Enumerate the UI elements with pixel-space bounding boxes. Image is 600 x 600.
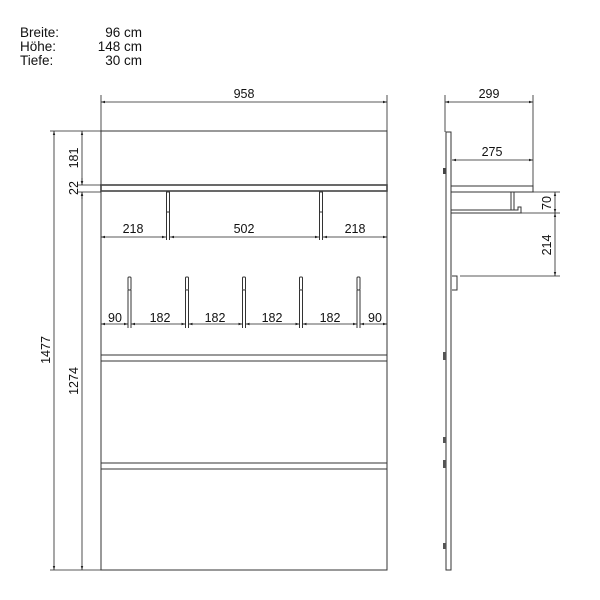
lower-section-label: 1274 [67, 367, 81, 395]
hook [127, 276, 132, 328]
front-panel [100, 130, 388, 571]
hook-spacing-label: 90 [108, 311, 122, 325]
hook-offset-label: 214 [540, 235, 554, 256]
hook [299, 276, 303, 328]
hook-spacing-label: 182 [205, 311, 226, 325]
mount-knob [443, 543, 446, 549]
rail-middle-label: 502 [234, 222, 255, 236]
hook [185, 276, 189, 328]
side-hook [452, 275, 458, 291]
hook [242, 276, 246, 328]
front-view: 958 1477 181 22 1274 218 502 218 90 182 … [39, 87, 388, 571]
side-bracket [451, 192, 522, 214]
rail-left-label: 218 [123, 222, 144, 236]
dimension-specs: Breite: 96 cm Höhe: 148 cm Tiefe: 30 cm [20, 26, 142, 68]
divider-1 [100, 354, 388, 362]
spec-value: 96 cm [105, 25, 142, 40]
side-view: 299 275 70 214 [443, 87, 560, 571]
hook-spacing-label: 90 [368, 311, 382, 325]
rail-bracket-left [166, 191, 170, 240]
shelf-thickness-label: 22 [67, 181, 81, 195]
width-label: 958 [234, 87, 255, 101]
spec-label: Breite: [20, 25, 60, 40]
hook-spacing-label: 182 [320, 311, 341, 325]
mount-knob [443, 437, 446, 443]
rail-bracket-right [319, 191, 323, 240]
depth-total-label: 299 [479, 87, 500, 101]
spec-width: Breite: 96 cm [20, 26, 142, 40]
mount-knob [443, 460, 446, 468]
spec-label: Höhe: [20, 39, 57, 54]
hooks [127, 276, 361, 328]
hook-spacing-label: 182 [150, 311, 171, 325]
rail-right-label: 218 [345, 222, 366, 236]
hook [356, 276, 361, 328]
spec-label: Tiefe: [20, 53, 54, 68]
side-panel [445, 131, 452, 571]
side-shelf [450, 185, 534, 193]
spec-height: Höhe: 148 cm [20, 40, 142, 54]
bracket-height-label: 70 [540, 196, 554, 210]
hook-spacing-label: 182 [262, 311, 283, 325]
spec-depth: Tiefe: 30 cm [20, 54, 142, 68]
top-section-label: 181 [67, 148, 81, 169]
spec-value: 148 cm [97, 39, 142, 54]
shelf [100, 184, 388, 192]
height-total-label: 1477 [39, 336, 53, 364]
divider-2 [100, 462, 388, 470]
spec-value: 30 cm [105, 53, 142, 68]
shelf-depth-label: 275 [482, 145, 503, 159]
mount-knob [443, 352, 446, 360]
mount-knob [443, 168, 446, 174]
